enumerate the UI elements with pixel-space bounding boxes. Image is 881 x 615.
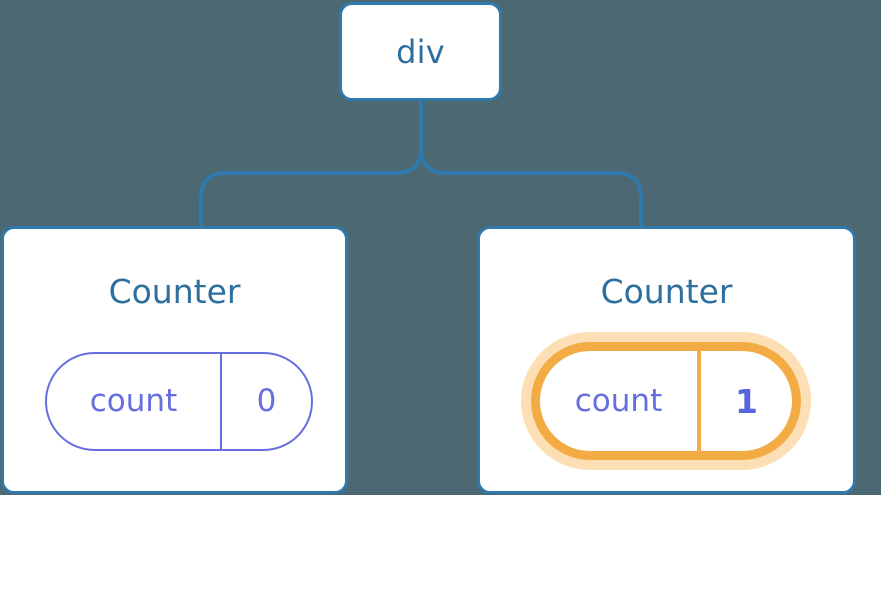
state-pill-highlight-glow — [521, 332, 811, 470]
state-key-label: count — [574, 382, 663, 419]
state-pill-value-cell: 0 — [222, 354, 311, 449]
node-counter-right-title: Counter — [600, 272, 733, 311]
state-pill-key-cell: count — [47, 354, 222, 449]
state-pill-highlight-ring: count 1 — [531, 342, 801, 460]
state-pill-key-cell: count — [540, 351, 701, 451]
state-value-label: 0 — [256, 383, 277, 419]
diagram-canvas: div Counter count 0 Counter count 1 — [0, 0, 881, 495]
node-root-div[interactable]: div — [339, 2, 502, 101]
node-counter-left-title: Counter — [108, 272, 241, 311]
state-pill-count-left[interactable]: count 0 — [45, 352, 313, 451]
node-counter-left[interactable]: Counter count 0 — [1, 226, 348, 494]
state-pill-count-right[interactable]: count 1 — [521, 332, 811, 470]
state-value-label: 1 — [735, 381, 758, 421]
node-counter-right[interactable]: Counter count 1 — [477, 226, 856, 494]
node-root-label: div — [396, 32, 445, 71]
state-key-label: count — [89, 383, 178, 419]
state-pill-value-cell: 1 — [701, 351, 792, 451]
